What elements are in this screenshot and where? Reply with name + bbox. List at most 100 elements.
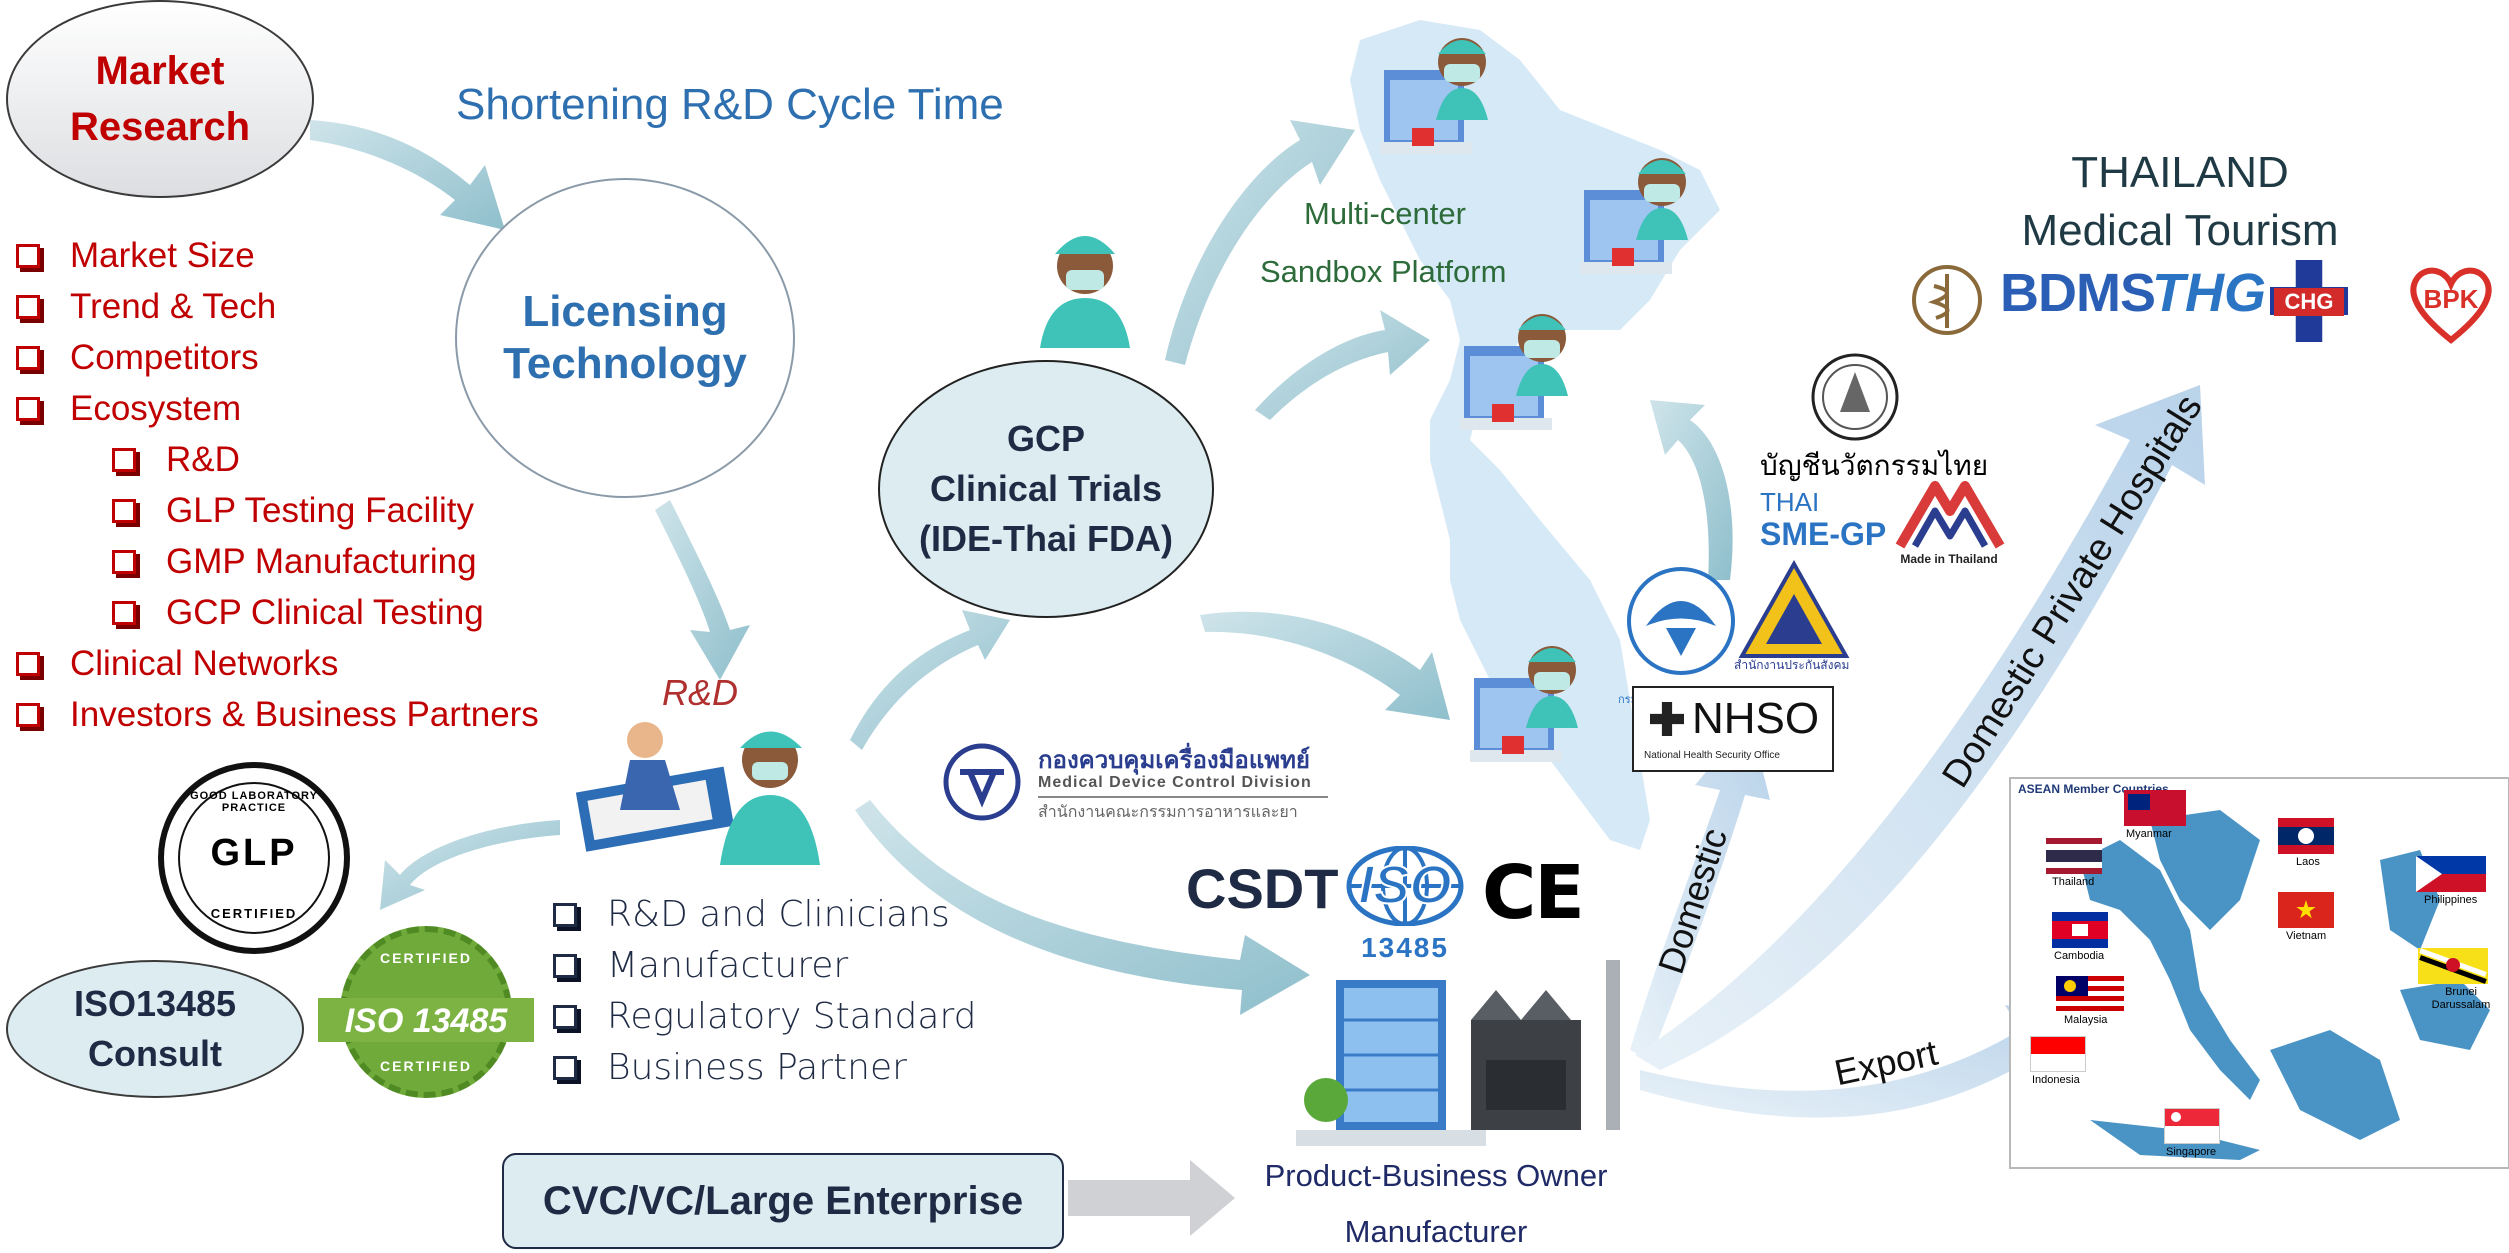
list-item: Market Size bbox=[16, 230, 539, 281]
bpk-logo: BPK bbox=[2408, 264, 2494, 344]
gcp-line3: (IDE-Thai FDA) bbox=[919, 518, 1173, 559]
hospital-icon bbox=[1580, 158, 1688, 274]
flag-laos bbox=[2278, 818, 2334, 854]
market-research-line2: Research bbox=[69, 105, 251, 149]
sme-gp-line1: THAI bbox=[1760, 487, 1820, 517]
garuda-seal-icon bbox=[1627, 567, 1735, 675]
list-item: Clinical Networks bbox=[16, 638, 539, 689]
arrow-government-up bbox=[1650, 400, 1733, 580]
checkbox-icon bbox=[553, 953, 577, 978]
chg-logo: CHG bbox=[2270, 260, 2348, 342]
glp-badge-top: GOOD LABORATORY PRACTICE bbox=[190, 790, 318, 814]
sme-gp-logo: THAI SME-GP bbox=[1760, 487, 1887, 558]
licensing-line2: Technology bbox=[503, 339, 747, 388]
iso-consult-line1: ISO13485 bbox=[73, 983, 237, 1024]
checkbox-icon bbox=[112, 549, 136, 574]
country-label: Myanmar bbox=[2126, 828, 2172, 840]
checkbox-icon bbox=[553, 1055, 577, 1080]
list-item: Business Partner bbox=[553, 1042, 977, 1093]
owner-line1: Product-Business Owner bbox=[1264, 1158, 1608, 1193]
country-label: Laos bbox=[2296, 856, 2320, 868]
country-label: Thailand bbox=[2052, 876, 2095, 888]
rd-label: R&D bbox=[662, 672, 739, 713]
checkbox-icon bbox=[16, 294, 40, 319]
rd-list: R&D and Clinicians Manufacturer Regulato… bbox=[553, 889, 977, 1093]
checkbox-icon bbox=[16, 702, 40, 727]
flag-myanmar bbox=[2124, 790, 2186, 826]
fda-thailand-icon bbox=[943, 743, 1021, 821]
market-research-line1: Market bbox=[95, 49, 225, 93]
checkbox-icon bbox=[553, 1004, 577, 1029]
list-item: Investors & Business Partners bbox=[16, 689, 539, 740]
flag-philippines bbox=[2416, 856, 2486, 892]
arrow-market-to-licensing bbox=[310, 120, 505, 230]
csdt-label: CSDT bbox=[1186, 857, 1339, 920]
licensing-line1: Licensing bbox=[522, 287, 728, 336]
country-label: Indonesia bbox=[2032, 1074, 2080, 1086]
checkbox-icon bbox=[553, 902, 577, 927]
arrow-domestic bbox=[1630, 720, 1770, 1060]
arrow-rd-to-owner bbox=[855, 800, 1310, 1015]
flag-thailand bbox=[2046, 838, 2102, 874]
arrow-rd-to-gcp bbox=[850, 610, 1010, 750]
gcp-line2: Clinical Trials bbox=[929, 468, 1163, 509]
iso-consult-line2: Consult bbox=[88, 1033, 222, 1074]
list-item: R&D bbox=[16, 434, 539, 485]
flag-cambodia bbox=[2052, 912, 2108, 948]
manufacturer-illustration bbox=[1296, 960, 1620, 1146]
thai-emblem-icon bbox=[1811, 353, 1899, 441]
arrow-gcp-to-north bbox=[1165, 120, 1355, 365]
arrow-export bbox=[1640, 1005, 2080, 1118]
licensing-circle: Licensing Technology bbox=[455, 178, 795, 498]
sandbox-line1: Multi-center bbox=[1304, 196, 1466, 231]
nhso-sub: National Health Security Office bbox=[1644, 750, 1780, 761]
heart-icon bbox=[2410, 267, 2492, 344]
sso-label: สำนักงานประกันสังคม bbox=[1734, 658, 1850, 672]
mdcd-thai: กองควบคุมเครื่องมือแพทย์ bbox=[1038, 746, 1310, 774]
nhso-name: NHSO bbox=[1692, 694, 1820, 743]
iso-number: 13485 bbox=[1361, 932, 1449, 963]
mdcd-sub: สำนักงานคณะกรรมการอาหารและยา bbox=[1038, 802, 1298, 821]
mdcd-eng: Medical Device Control Division bbox=[1038, 774, 1312, 791]
thai-innovation-label: บัญชีนวัตกรรมไทย bbox=[1760, 449, 1989, 482]
hospital-icon bbox=[1470, 646, 1578, 762]
list-item: GCP Clinical Testing bbox=[16, 587, 539, 638]
glp-badge: GOOD LABORATORY PRACTICE GLP CERTIFIED bbox=[158, 762, 350, 954]
arrow-rd-to-glp bbox=[380, 820, 560, 910]
checkbox-icon bbox=[112, 447, 136, 472]
flag-brunei bbox=[2418, 948, 2488, 984]
flag-singapore bbox=[2164, 1108, 2220, 1144]
nhso-cross-icon bbox=[1650, 702, 1684, 736]
arrow-licensing-to-rd bbox=[655, 500, 750, 680]
market-list: Market Size Trend & Tech Competitors Eco… bbox=[16, 230, 539, 740]
sandbox-line2: Sandbox Platform bbox=[1260, 254, 1507, 289]
made-in-thailand-label: Made in Thailand bbox=[1900, 552, 1998, 566]
list-item: R&D and Clinicians bbox=[553, 889, 977, 940]
list-item: Manufacturer bbox=[553, 940, 977, 991]
nhso-logo: NHSO National Health Security Office bbox=[1632, 686, 1834, 772]
sso-triangle-icon bbox=[1738, 560, 1850, 658]
glp-badge-bottom: CERTIFIED bbox=[210, 906, 298, 921]
mdcd-logo: กองควบคุมเครื่องมือแพทย์ Medical Device … bbox=[942, 740, 1332, 830]
iso-consult-ellipse: ISO13485 Consult bbox=[6, 960, 304, 1098]
arrow-gcp-to-south bbox=[1200, 611, 1450, 720]
iso-badge-center: ISO 13485 bbox=[344, 1002, 508, 1040]
gcp-line1: GCP bbox=[1006, 418, 1085, 459]
list-item: GMP Manufacturing bbox=[16, 536, 539, 587]
ce-mark: CE bbox=[1482, 850, 1585, 936]
country-label: Malaysia bbox=[2064, 1014, 2108, 1026]
list-item: Competitors bbox=[16, 332, 539, 383]
list-item: GLP Testing Facility bbox=[16, 485, 539, 536]
list-item: Trend & Tech bbox=[16, 281, 539, 332]
arrow-cvc-to-owner bbox=[1068, 1160, 1235, 1236]
checkbox-icon bbox=[16, 396, 40, 421]
checkbox-icon bbox=[16, 651, 40, 676]
iso-badge-top: CERTIFIED bbox=[380, 950, 472, 966]
flag-malaysia bbox=[2056, 976, 2124, 1012]
country-label: Cambodia bbox=[2054, 950, 2105, 962]
sme-gp-line2: SME-GP bbox=[1760, 516, 1887, 552]
checkbox-icon bbox=[16, 243, 40, 268]
list-item: Regulatory Standard bbox=[553, 991, 977, 1042]
checkbox-icon bbox=[16, 345, 40, 370]
country-label: Philippines bbox=[2424, 894, 2478, 906]
